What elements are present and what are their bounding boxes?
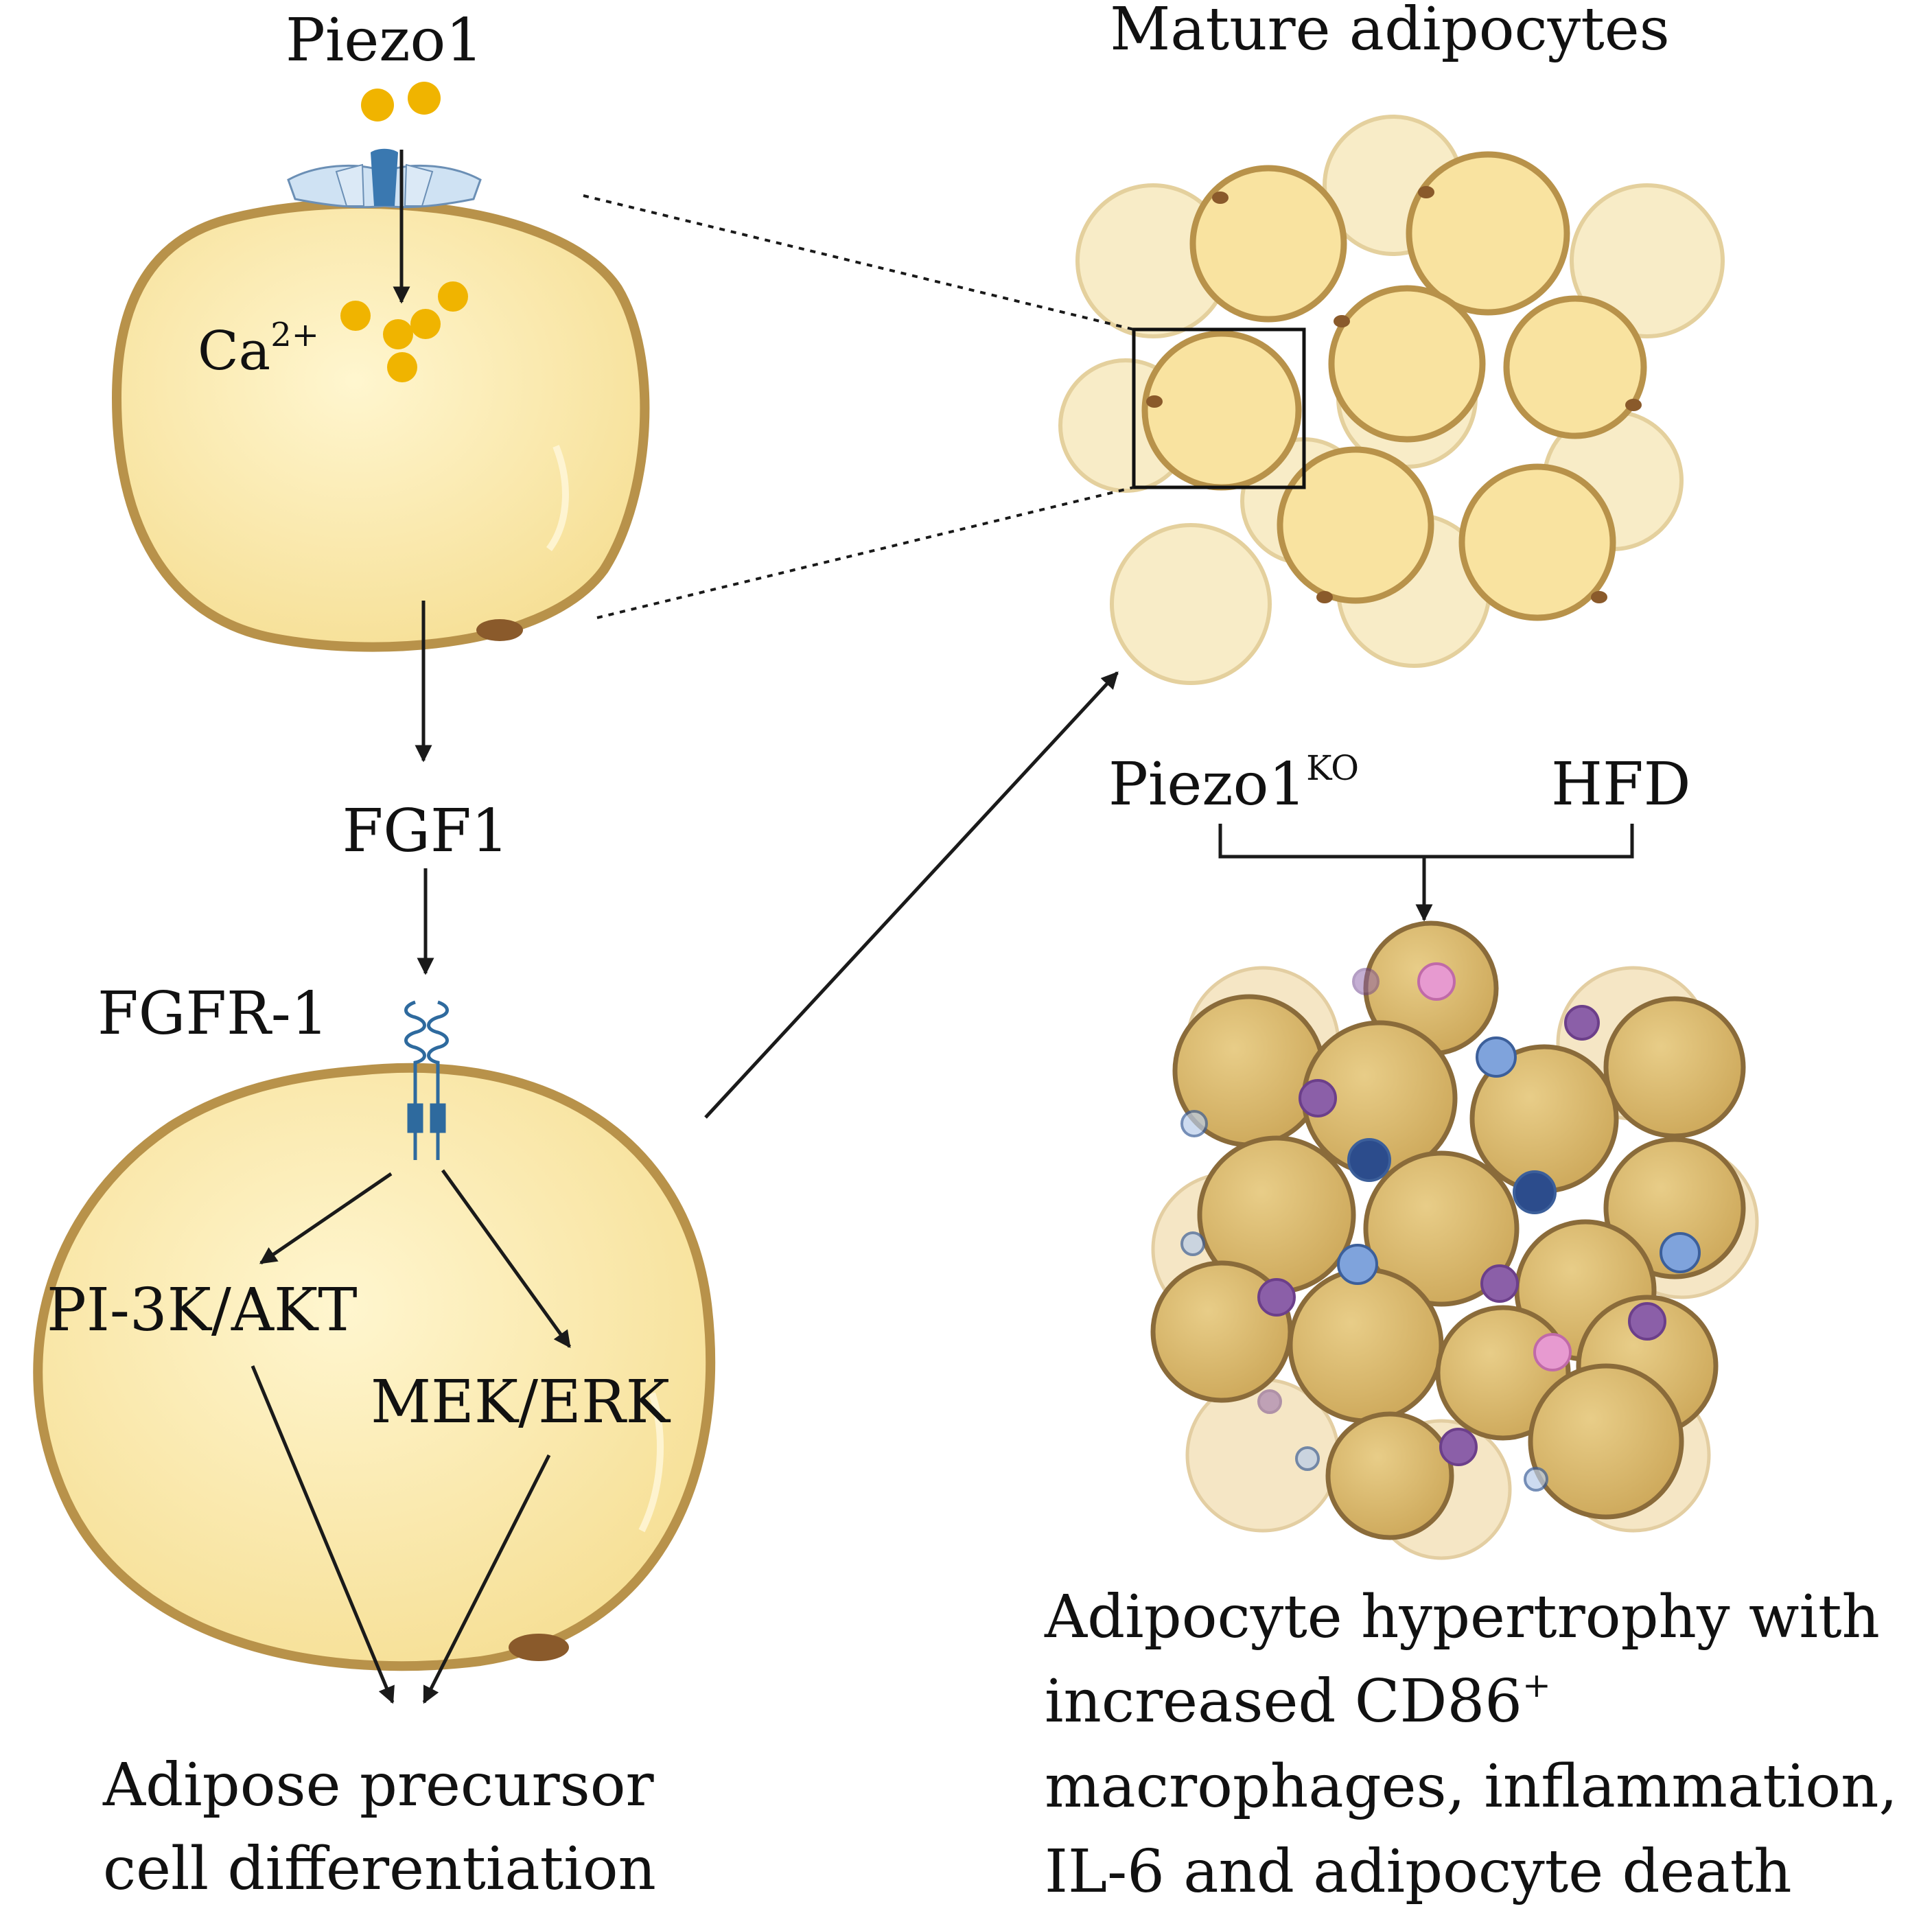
hypertrophic-adipose-tissue xyxy=(1150,920,1759,1560)
label-outcome-line1: Adipocyte hypertrophy with xyxy=(1044,1583,1880,1651)
fgfr1-cell xyxy=(33,1063,716,1671)
label-fgfr1: FGFR-1 xyxy=(97,980,329,1048)
label-mature-adipocytes: Mature adipocytes xyxy=(1110,0,1670,64)
arrow-fgfr1-to-pi3k xyxy=(259,1172,393,1265)
label-mek-erk: MEK/ERK xyxy=(371,1368,671,1437)
label-outcome-line2: increased CD86+ xyxy=(1045,1665,1551,1736)
zoom-line-top xyxy=(583,194,1134,331)
calcium-ions xyxy=(340,82,468,382)
label-piezo1: Piezo1 xyxy=(286,6,483,75)
mature-adipocyte-cluster xyxy=(1058,115,1725,685)
arrow-to-mature-adipocytes xyxy=(704,671,1119,1119)
arrow-mek-to-differentiation xyxy=(422,1454,551,1704)
condition-bracket xyxy=(1218,824,1634,859)
lymphocyte-cells xyxy=(1180,1036,1701,1492)
arrow-fgfr1-to-mek xyxy=(441,1169,572,1349)
nucleus xyxy=(509,1634,569,1661)
neutrophil-cells xyxy=(1417,962,1572,1371)
label-pi3k-akt: PI-3K/AKT xyxy=(47,1276,358,1345)
zoom-line-bottom xyxy=(596,486,1134,619)
piezo1-cell xyxy=(111,198,650,652)
label-precursor-line1: Adipose precursor xyxy=(102,1751,654,1820)
label-precursor-line2: cell differentiation xyxy=(103,1835,656,1903)
fgfr1-receptor-icon xyxy=(404,1000,449,1160)
zoom-box xyxy=(1132,327,1306,489)
label-ca: Ca2+ xyxy=(198,316,319,382)
piezo1-channel-icon xyxy=(287,148,482,209)
label-outcome-line4: IL-6 and adipocyte death xyxy=(1045,1838,1792,1906)
nucleus xyxy=(476,619,523,641)
macrophage-cells xyxy=(1257,968,1666,1466)
label-piezo1ko: Piezo1KO xyxy=(1108,748,1359,819)
label-fgf1: FGF1 xyxy=(342,797,509,866)
label-outcome-line3: macrophages, inflammation, xyxy=(1045,1752,1898,1821)
label-hfd: HFD xyxy=(1551,750,1691,819)
arrow-pi3k-to-differentiation xyxy=(251,1365,395,1704)
